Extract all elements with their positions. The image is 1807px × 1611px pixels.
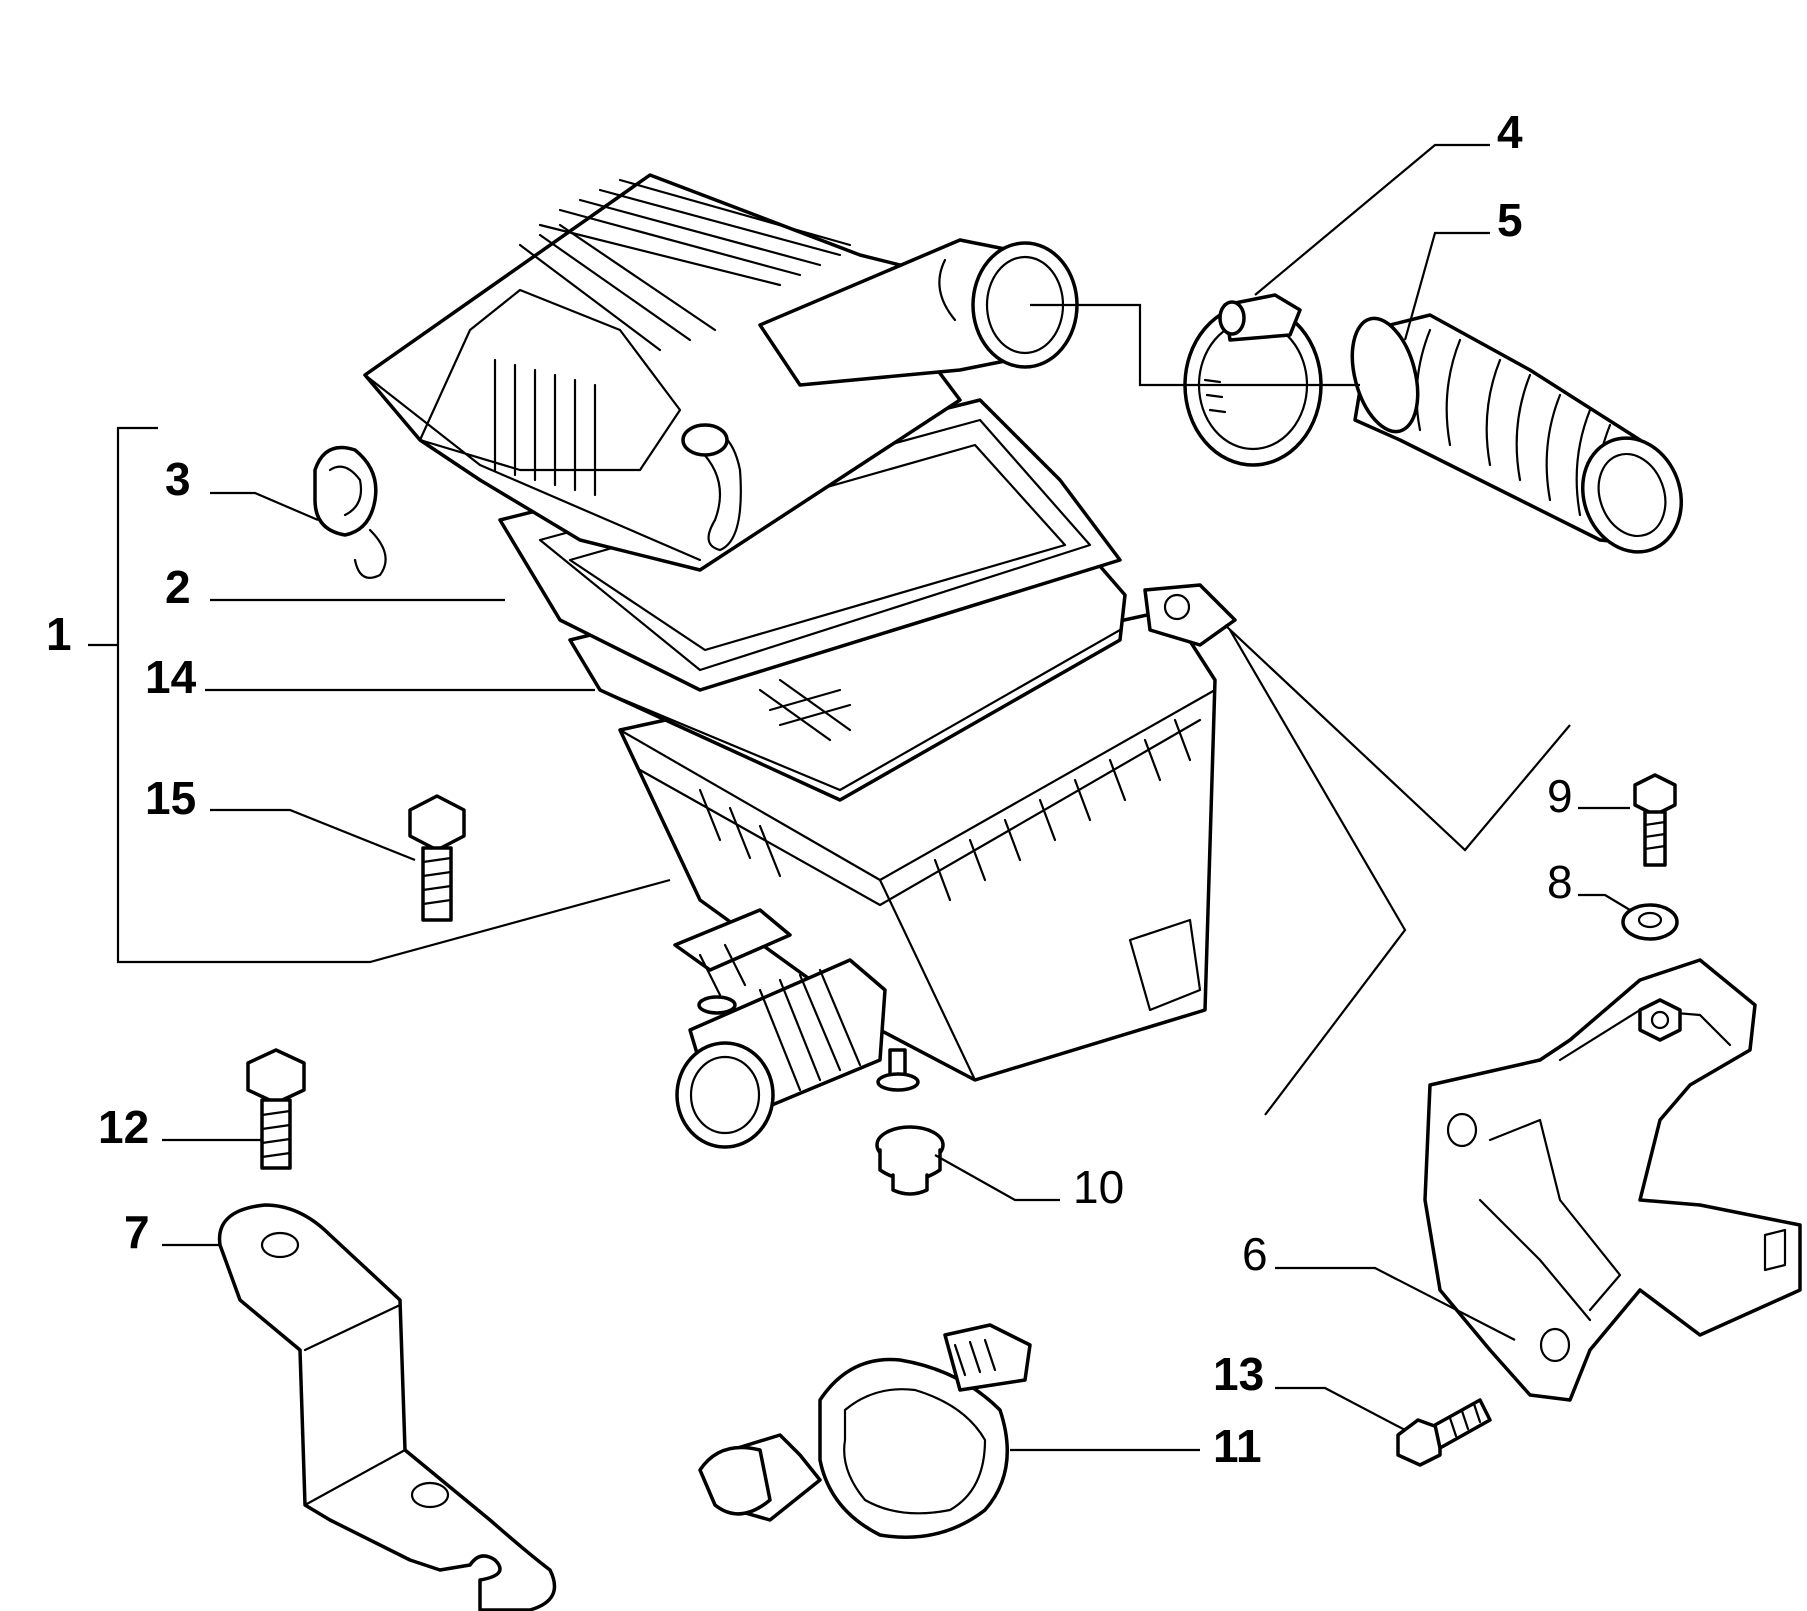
bolt-part-15: [408, 794, 466, 922]
support-bracket-part-7: [217, 1203, 557, 1611]
bolt-part-9: [1633, 773, 1677, 867]
callout-13: 13: [1213, 1348, 1264, 1400]
intake-hose-part-5: [1350, 313, 1684, 554]
spring-clip-part-3: [313, 445, 387, 579]
callout-11: 11: [1213, 1420, 1262, 1472]
callout-8: 8: [1547, 856, 1573, 908]
air-filter-housing: [363, 173, 1237, 1149]
callout-9: 9: [1547, 770, 1573, 822]
callout-14: 14: [145, 651, 197, 703]
callout-7: 7: [124, 1206, 150, 1258]
callout-2: 2: [165, 561, 191, 613]
callout-15: 15: [145, 772, 196, 824]
callout-6: 6: [1242, 1228, 1268, 1280]
callout-10: 10: [1073, 1161, 1124, 1213]
leader-lines: [88, 143, 1631, 1452]
callout-labels: 1 2 3 4 5 6 7 8 9 10 11 12 13 14 15: [46, 106, 1573, 1472]
bolt-part-13: [1396, 1398, 1492, 1467]
mounting-bracket-part-6: [1423, 958, 1802, 1402]
washer-part-8: [1621, 903, 1679, 941]
callout-12: 12: [98, 1101, 149, 1153]
callout-5: 5: [1497, 194, 1523, 246]
callout-1: 1: [46, 608, 72, 660]
rubber-grommet-part-10: [875, 1125, 945, 1196]
callout-3: 3: [165, 453, 191, 505]
callout-4: 4: [1497, 106, 1523, 158]
bolt-part-12: [246, 1048, 306, 1170]
band-clamp-part-11: [698, 1323, 1032, 1539]
hose-clamp-part-4: [1183, 293, 1323, 467]
